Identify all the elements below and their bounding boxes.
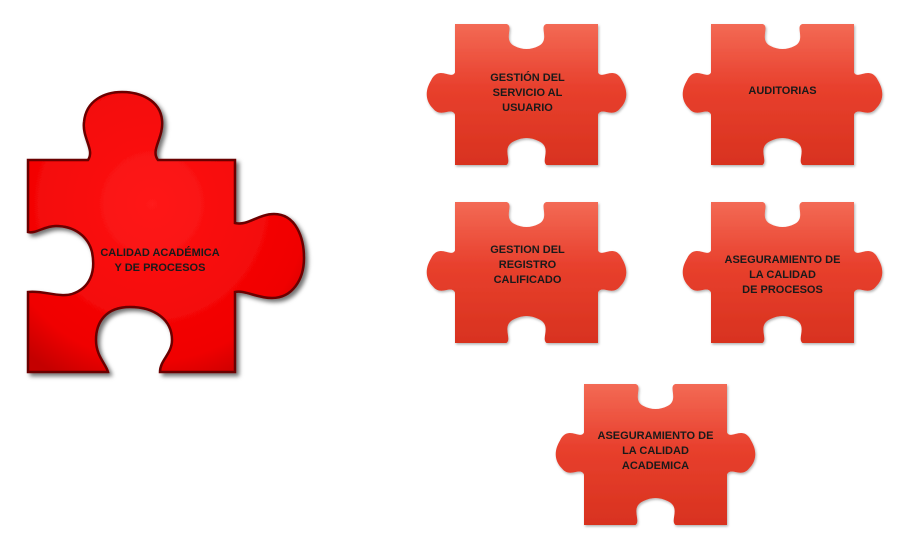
main-piece-label: CALIDAD ACADÉMICA Y DE PROCESOS: [100, 247, 220, 274]
puzzle-piece-auditorias: [682, 24, 883, 165]
puzzle-piece-label-calidad-procesos: ASEGURAMIENTO DE LA CALIDAD DE PROCESOS: [724, 253, 841, 296]
puzzle-piece-label-servicio-usuario: GESTIÓN DEL SERVICIO AL USUARIO: [490, 71, 565, 114]
puzzle-piece-label-calidad-academica: ASEGURAMIENTO DE LA CALIDAD ACADEMICA: [597, 429, 714, 472]
puzzle-piece-calidad-procesos: [682, 202, 883, 343]
puzzle-piece-label-registro-calificado: GESTION DEL REGISTRO CALIFICADO: [490, 243, 565, 286]
puzzle-piece-servicio-usuario: [426, 24, 627, 165]
puzzle-piece-label-auditorias: AUDITORIAS: [748, 84, 817, 97]
puzzle-piece-calidad-academica: [555, 384, 756, 525]
puzzle-piece-registro-calificado: [426, 202, 627, 343]
